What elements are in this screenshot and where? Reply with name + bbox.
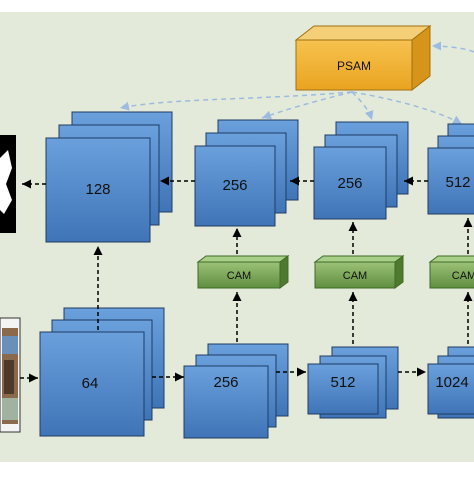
- block-label: 256: [337, 175, 362, 192]
- encoder-block-1024: 1024: [427, 346, 474, 419]
- cam-label: CAM: [227, 270, 251, 282]
- flow-arrows: [20, 176, 473, 383]
- block-label: 1024: [435, 374, 468, 391]
- cam-module-1: CAM: [196, 255, 290, 289]
- block-label: 256: [222, 177, 247, 194]
- block-label: 512: [445, 174, 470, 191]
- cam-module-2: CAM: [313, 255, 405, 289]
- encoder-block-256: 256: [183, 343, 289, 439]
- encoder-block-512: 512: [307, 346, 399, 419]
- decoder-block-256-a: 256: [194, 119, 299, 227]
- encoder-block-64: 64: [39, 307, 165, 437]
- output-mask-image: [0, 135, 16, 233]
- psam-label: PSAM: [337, 59, 371, 73]
- block-label: 256: [213, 374, 238, 391]
- cam-label: CAM: [343, 270, 367, 282]
- block-label: 128: [85, 181, 110, 198]
- input-image: [0, 317, 21, 433]
- psam-attention-arrows: [119, 41, 474, 125]
- block-label: 64: [82, 375, 99, 392]
- decoder-block-512: 512: [427, 123, 474, 215]
- decoder-block-256-b: 256: [313, 121, 409, 220]
- cam-label: CAM: [452, 270, 474, 282]
- cam-module-3: CAM: [428, 255, 474, 289]
- decoder-block-128: 128: [45, 111, 173, 243]
- psam-block: PSAM: [294, 24, 432, 92]
- block-label: 512: [330, 374, 355, 391]
